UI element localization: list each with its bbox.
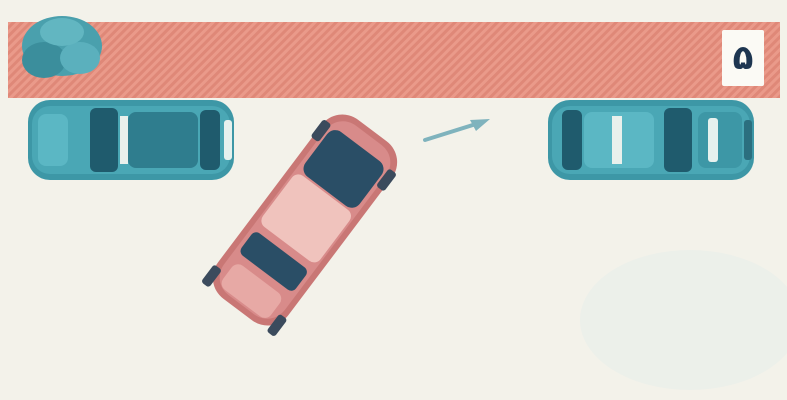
bush-icon — [22, 16, 102, 78]
parked-car-right — [548, 100, 754, 180]
parked-car-left — [28, 100, 234, 180]
ground-texture — [580, 250, 787, 390]
direction-arrow — [425, 119, 490, 140]
curb-strip — [8, 22, 780, 98]
step-number-label: ۵ — [722, 30, 764, 86]
